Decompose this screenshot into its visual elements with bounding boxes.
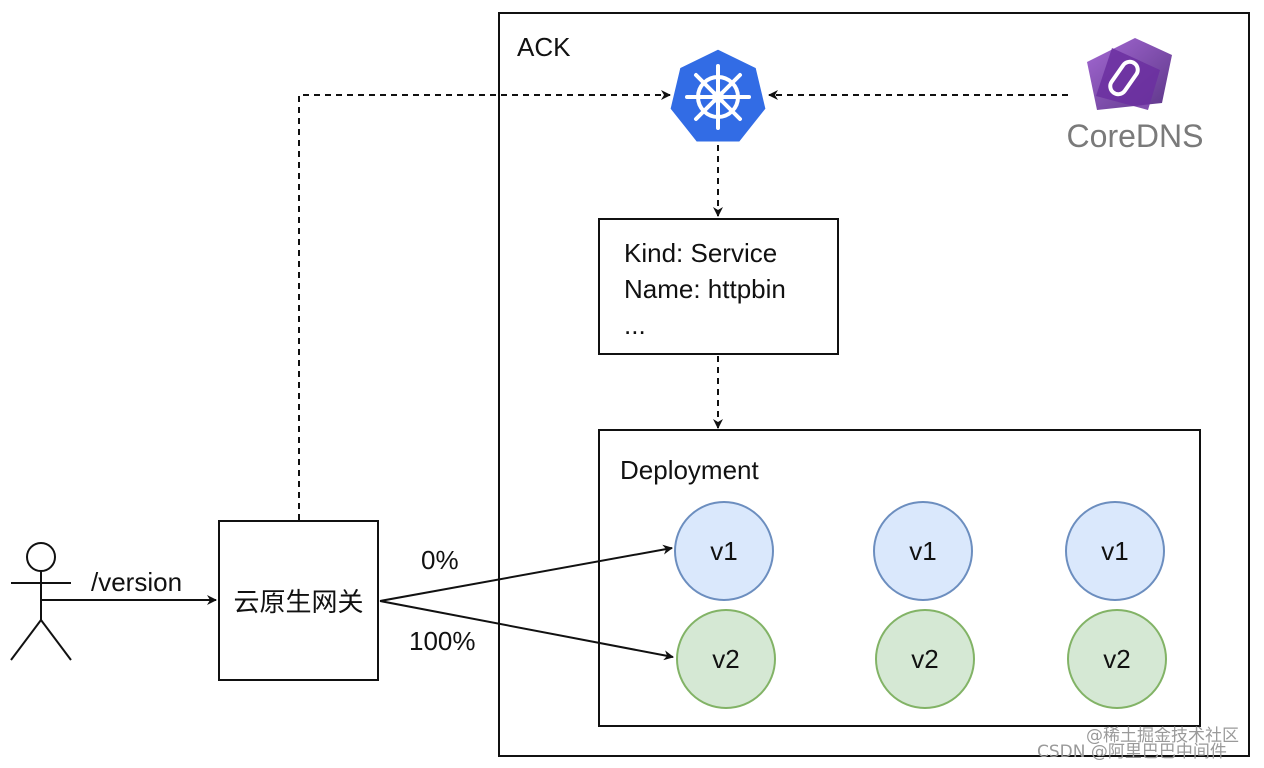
pod-version-label: v1 (710, 536, 737, 566)
ack-cluster-box (498, 12, 1250, 757)
pod-v2-3: v2 (1067, 609, 1167, 709)
pod-v2-2: v2 (875, 609, 975, 709)
service-kind-line: Kind: Service (624, 238, 777, 268)
gateway-watch-line (298, 90, 671, 520)
pod-v1-1: v1 (674, 501, 774, 601)
v2-weight-label: 100% (409, 626, 476, 656)
pod-version-label: v1 (1101, 536, 1128, 566)
pod-v2-1: v2 (676, 609, 776, 709)
gateway-box (218, 520, 379, 681)
pod-version-label: v2 (712, 644, 739, 674)
stick-figure-user-icon (10, 542, 72, 661)
pod-version-label: v2 (911, 644, 938, 674)
pod-version-label: v1 (909, 536, 936, 566)
traffic-v2-arrow (379, 600, 674, 661)
traffic-v1-arrow (379, 544, 673, 602)
coredns-label: CoreDNS (1067, 118, 1204, 154)
watermark-csdn: CSDN @阿里巴巴中间件 (1037, 742, 1227, 762)
pod-version-label: v2 (1103, 644, 1130, 674)
service-box (598, 218, 839, 355)
service-more-line: ... (624, 310, 646, 340)
deployment-label: Deployment (620, 455, 760, 485)
pod-v1-2: v1 (873, 501, 973, 601)
v1-weight-label: 0% (421, 545, 459, 575)
kubernetes-helm-icon (667, 46, 769, 145)
request-path-label: /version (91, 567, 182, 597)
watermark-juejin: @稀土掘金技术社区 (1086, 726, 1239, 746)
coredns-logo-icon (1087, 38, 1172, 110)
ack-cluster-label: ACK (517, 32, 571, 62)
pod-v1-3: v1 (1065, 501, 1165, 601)
gateway-label: 云原生网关 (233, 587, 363, 617)
service-name-line: Name: httpbin (624, 274, 786, 304)
